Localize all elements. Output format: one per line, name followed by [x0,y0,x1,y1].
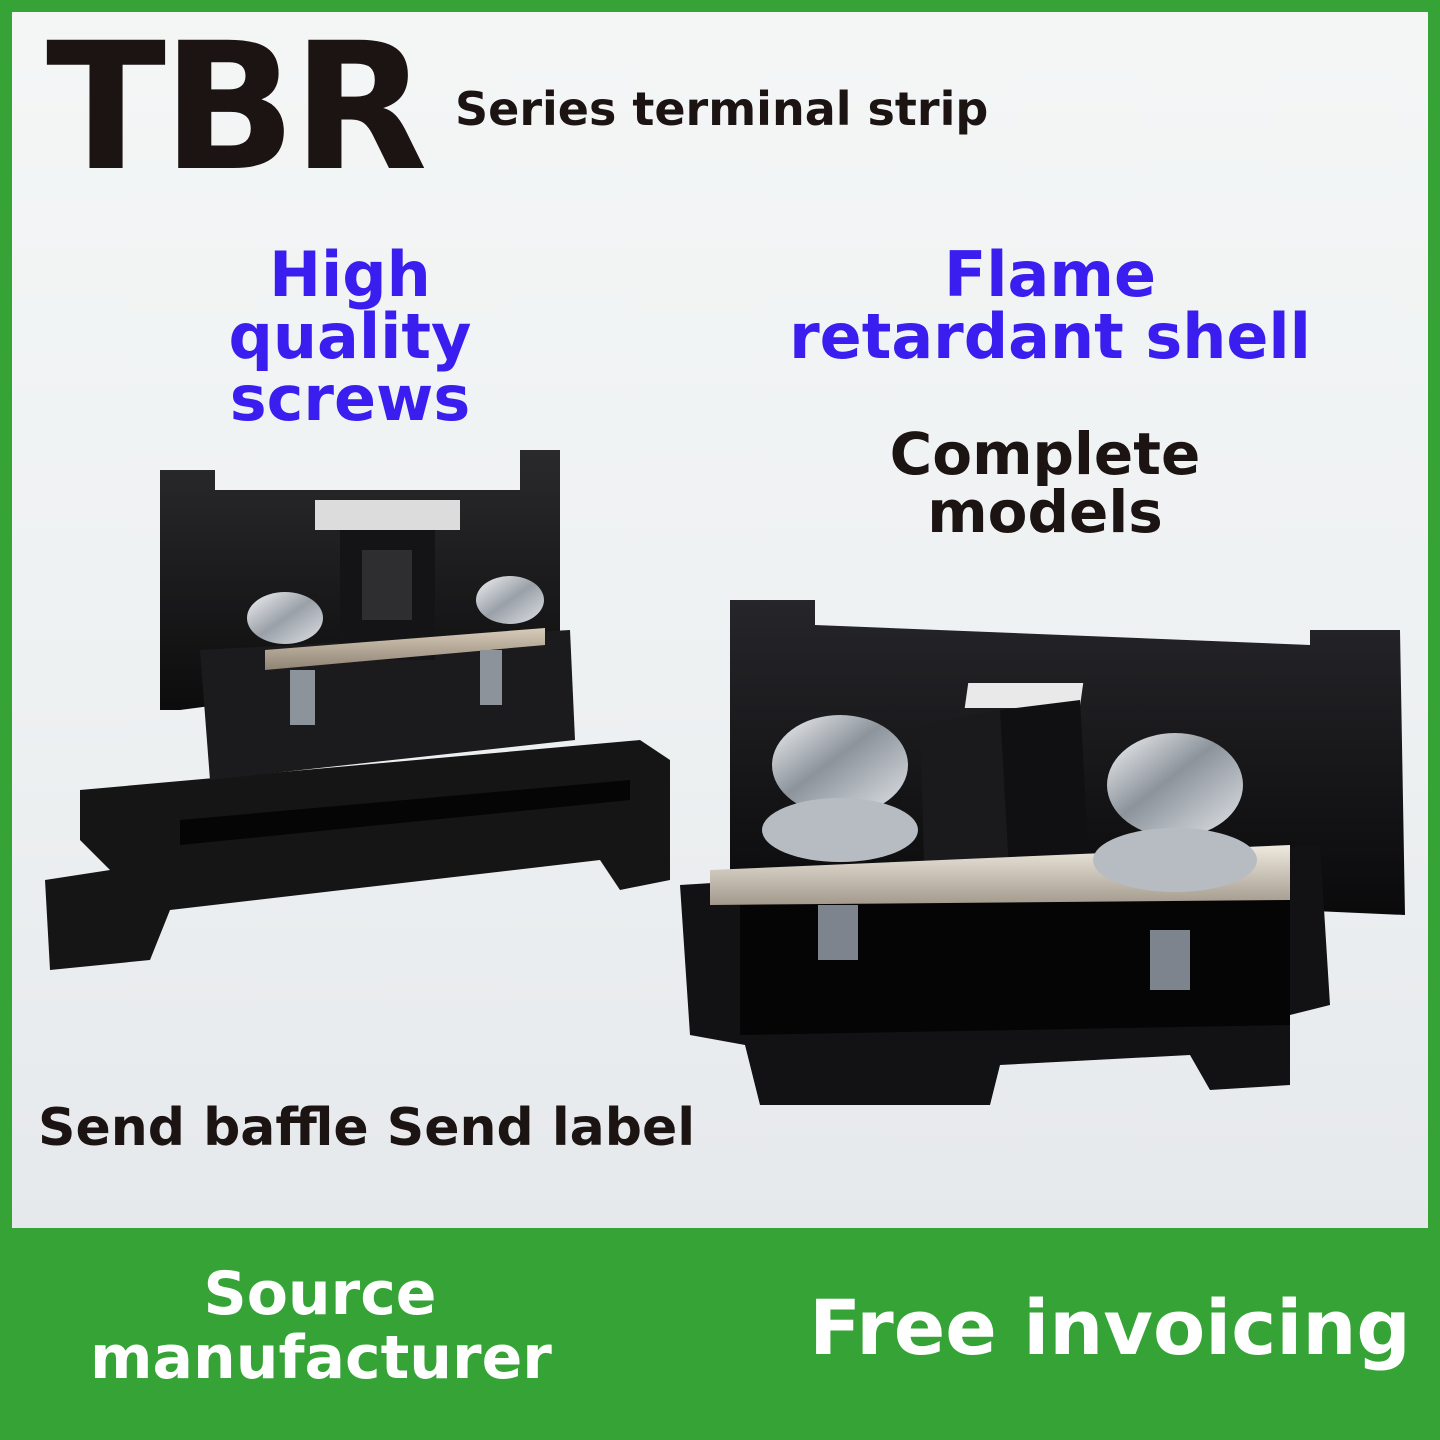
footer-invoicing: Free invoicing [809,1283,1411,1372]
footer-manufacturer: Source manufacturer [90,1259,552,1393]
brand-title: TBR [46,5,428,210]
small-terminal-block-image [45,450,670,970]
product-subtitle: Series terminal strip [455,82,989,136]
feature-accessories: Send baffle Send label [38,1098,696,1158]
feature-models: Complete models [889,420,1201,546]
feature-shell: Flame retardant shell [789,238,1311,373]
large-terminal-block-image [680,600,1405,1105]
feature-screws: High quality screws [228,238,472,435]
